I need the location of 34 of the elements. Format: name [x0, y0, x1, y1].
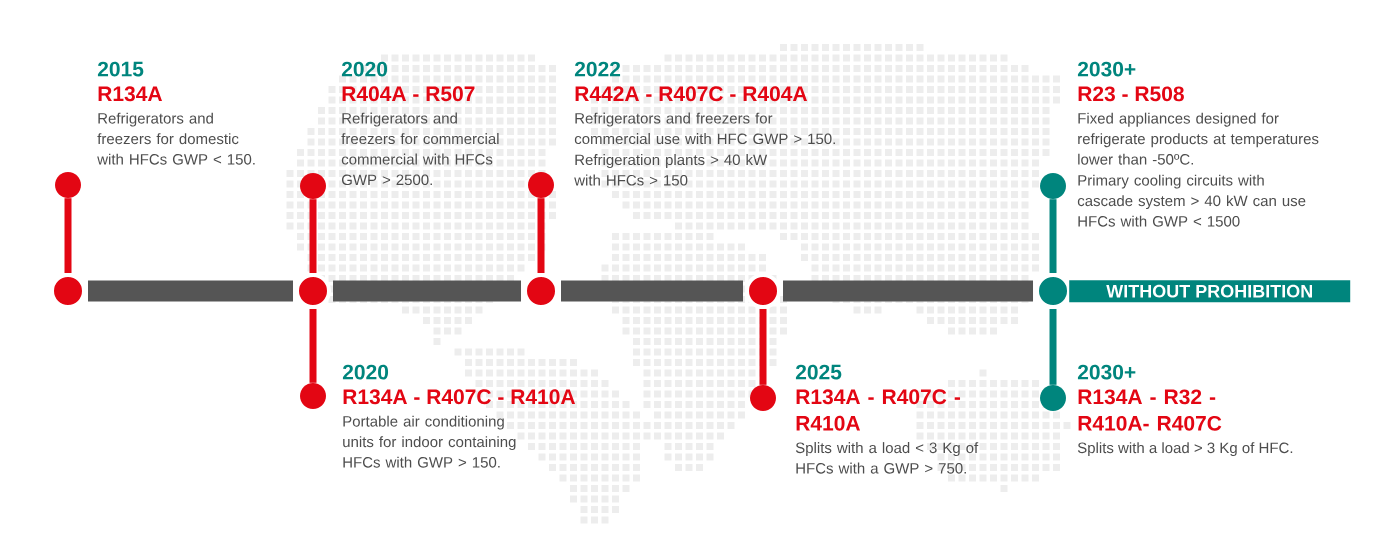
timeline-bar — [783, 280, 1033, 302]
milestone-dot — [1040, 385, 1066, 411]
description-text: Portable air conditioning units for indoor containing HFCs with GWP > 150. — [343, 415, 516, 468]
milestone-dot — [55, 172, 81, 198]
milestone-dot — [528, 172, 554, 198]
year-label: 2030+ — [1077, 364, 1136, 380]
refrigerant-label: R442A - R407C - R404A — [575, 86, 808, 102]
year-label: 2030+ — [1077, 61, 1136, 77]
description-text: Primary cooling circuits with cascade system > 40 kW can use HFCs with GWP < 1500 — [1077, 174, 1306, 227]
refrigerant-label: R404A - R507 — [342, 86, 475, 102]
year-label: 2015 — [97, 61, 144, 77]
year-label: 2022 — [574, 61, 621, 77]
timeline-bar — [333, 280, 521, 302]
description-text: Refrigeration plants > 40 kW with HFCs > 150 — [574, 154, 768, 186]
timeline-bar — [561, 280, 743, 302]
description-text: Fixed appliances designed for refrigerate products at temperatures lower than -50ºC. — [1078, 112, 1319, 165]
year-label: 2020 — [341, 61, 388, 77]
refrigerant-label: R134A - R32 - R410A- R407C — [1078, 389, 1222, 431]
description-text: Refrigerators and freezers for commercial use with HFC GWP > 150. — [574, 112, 835, 145]
year-label: 2025 — [795, 364, 842, 380]
year-label: 2020 — [342, 364, 389, 380]
timeline-bar — [88, 280, 293, 302]
milestone-dot — [300, 383, 326, 409]
refrigerant-label: R134A - R407C - R410A — [796, 389, 961, 431]
refrigerant-label: R134A - R407C - R410A — [343, 389, 576, 405]
description-text: Refrigerators and freezers for domestic with HFCs GWP < 150. — [97, 112, 255, 165]
description-text: Splits with a load < 3 Kg of HFCs with a GWP > 750. — [795, 442, 979, 474]
milestone-dot — [750, 385, 776, 411]
milestone-dot — [1040, 173, 1066, 199]
description-text: Splits with a load > 3 Kg of HFC. — [1077, 442, 1293, 457]
description-text: Refrigerators and freezers for commercial commercial with HFCs GWP > 2500. — [341, 112, 499, 186]
refrigerant-label: R23 - R508 — [1078, 86, 1184, 102]
refrigerant-label: R134A — [98, 86, 162, 102]
milestone-dot — [300, 173, 326, 199]
